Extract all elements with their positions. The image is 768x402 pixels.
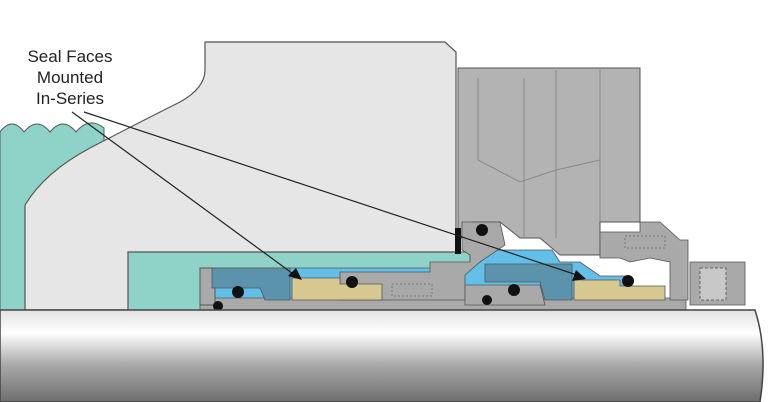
spring-icon: [624, 235, 666, 249]
o-ring-icon: [232, 286, 244, 298]
callout-arrow-inner: [71, 111, 297, 277]
o-rings: [213, 224, 634, 311]
callout-arrow-outer: [83, 111, 581, 277]
inner-seal-face: [291, 277, 383, 301]
o-ring-icon: [346, 276, 358, 288]
callout-line: Mounted: [36, 68, 104, 87]
o-ring-icon: [482, 295, 492, 305]
arrowhead-icon: [572, 270, 586, 281]
callout-line: Seal Faces: [27, 47, 113, 66]
callout-label: Seal Faces Mounted In-Series: [0, 46, 140, 109]
arrowhead-icon: [288, 268, 302, 280]
spring-icon: [391, 283, 433, 297]
set-screw-icon: [699, 267, 727, 301]
callout-line: In-Series: [35, 89, 105, 108]
outer-seal-ring: [484, 263, 573, 301]
outer-seal-face: [573, 279, 666, 301]
outer-gland-plate: [599, 221, 689, 301]
shaft: [0, 309, 764, 402]
o-ring-icon: [476, 224, 488, 236]
pump-housing: [24, 41, 457, 311]
o-ring-icon: [508, 284, 520, 296]
gland-port: [477, 159, 601, 183]
o-ring-icon: [213, 301, 223, 311]
gasket: [455, 228, 461, 254]
inner-seal-ring: [211, 267, 291, 301]
lower-carrier: [464, 284, 546, 306]
o-ring-icon: [622, 275, 634, 287]
